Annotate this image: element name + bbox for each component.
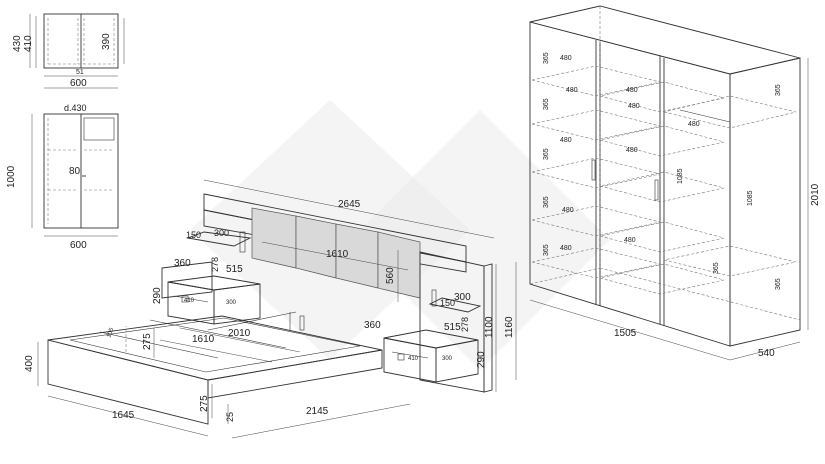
wardrobe-dim-1505: 1505 (614, 328, 637, 339)
front-dim-80: 80 (69, 166, 81, 177)
wardrobe-dim-365-right-2: 365 (713, 262, 720, 274)
chest-dim-600: 600 (70, 78, 87, 89)
bed-dim-560: 560 (385, 267, 396, 284)
chest-dim-410: 410 (23, 35, 34, 52)
bed-dim-150-right: 150 (440, 298, 455, 308)
bed-drawing: 2645 1610 560 150 300 360 278 515 290 41… (24, 179, 517, 439)
bed-dim-290-left: 290 (152, 287, 163, 304)
wardrobe-dim-365-5: 365 (543, 244, 550, 256)
wardrobe-dim-480-1: 480 (560, 55, 572, 62)
bed-dim-300-left-drawer: 300 (226, 300, 237, 306)
bed-dim-360-right: 360 (364, 320, 381, 331)
bed-dim-400: 400 (24, 355, 35, 372)
bed-dim-515-left: 515 (226, 264, 243, 275)
bed-dim-290-right: 290 (476, 351, 487, 368)
bed-dim-1645: 1645 (112, 410, 135, 421)
wardrobe-dim-480-8: 480 (626, 147, 638, 154)
bed-dim-25: 25 (225, 412, 235, 422)
bed-dim-300-left: 300 (214, 228, 229, 238)
wardrobe-drawing: 365 365 365 365 365 480 480 480 480 480 … (529, 5, 821, 361)
wardrobe-dim-365-right-1: 365 (775, 84, 782, 96)
wardrobe-dim-365-3: 365 (543, 148, 550, 160)
wardrobe-dim-1085-2: 1085 (747, 190, 754, 206)
wardrobe-dim-365-2: 365 (543, 98, 550, 110)
chest-dim-390: 390 (101, 33, 112, 50)
bed-dim-300-right: 300 (454, 292, 471, 303)
chest-front-view: d.430 1000 80 600 (6, 103, 119, 251)
wardrobe-dim-365-4: 365 (543, 196, 550, 208)
wardrobe-dim-480-5: 480 (560, 245, 572, 252)
bed-dim-275-inner: 275 (142, 333, 153, 350)
bed-dim-410-right: 410 (408, 356, 419, 362)
chest-dim-51: 51 (76, 69, 84, 76)
wardrobe-dim-365-right-3: 365 (775, 278, 782, 290)
chest-dim-430: 430 (12, 35, 23, 52)
bed-dim-300-right-drawer: 300 (442, 356, 453, 362)
bed-dim-410-left: 410 (184, 298, 195, 304)
wardrobe-dim-1085-1: 1085 (677, 168, 684, 184)
bed-dim-105: 105 (106, 327, 115, 339)
wardrobe-dim-480-6: 480 (626, 87, 638, 94)
wardrobe-dim-2010: 2010 (810, 183, 821, 206)
bed-dim-1160: 1160 (504, 316, 515, 338)
wardrobe-dim-480-7: 480 (628, 103, 640, 110)
bed-dim-1100: 1100 (484, 316, 495, 338)
front-dim-1000: 1000 (6, 165, 17, 188)
wardrobe-dim-480-3: 480 (560, 137, 572, 144)
bed-dim-1610-base: 1610 (192, 334, 215, 345)
bed-dim-150-left: 150 (186, 230, 201, 240)
wardrobe-dim-365-1: 365 (543, 52, 550, 64)
chest-top-view: 430 410 390 51 600 (12, 13, 125, 89)
bed-dim-515-right: 515 (444, 322, 461, 333)
wardrobe-dim-540: 540 (758, 348, 775, 359)
wardrobe-dim-480-2: 480 (566, 87, 578, 94)
bed-dim-275-front: 275 (199, 395, 210, 412)
bed-dim-2645: 2645 (338, 199, 361, 210)
bed-dim-278-left: 278 (210, 257, 220, 272)
wardrobe-dim-480-4: 480 (562, 207, 574, 214)
wardrobe-dim-480-10: 480 (688, 121, 700, 128)
bed-dim-360-left: 360 (174, 258, 191, 269)
bed-dim-1610-headboard: 1610 (326, 249, 349, 260)
front-label-d430: d.430 (64, 103, 87, 113)
bed-dim-2010: 2010 (228, 328, 251, 339)
bed-dim-2145: 2145 (306, 406, 329, 417)
wardrobe-dim-480-9: 480 (624, 237, 636, 244)
front-dim-600: 600 (70, 240, 87, 251)
bed-dim-278-right: 278 (460, 317, 470, 332)
